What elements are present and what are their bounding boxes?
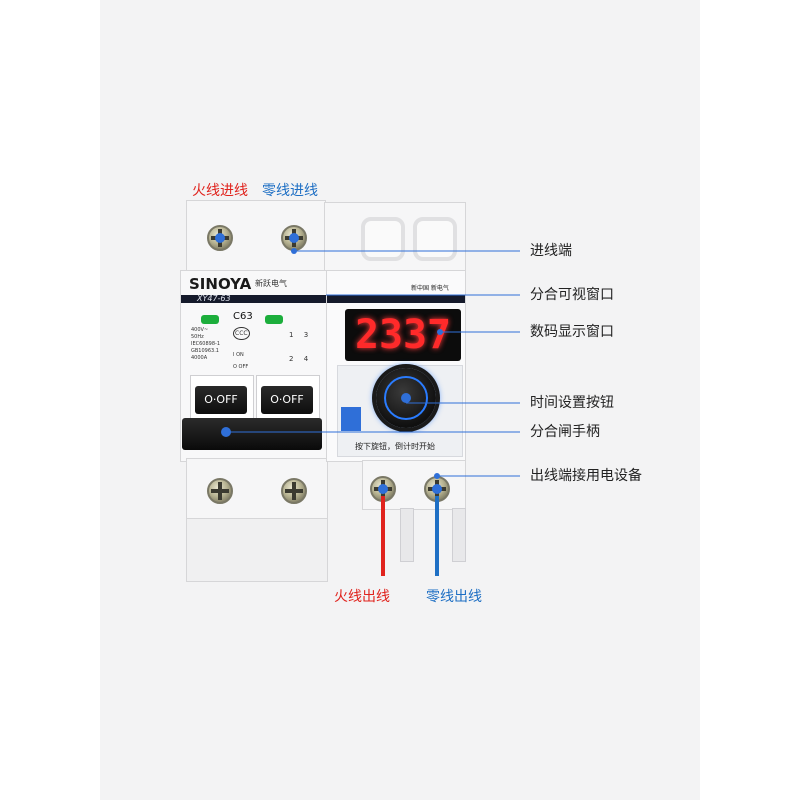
- model-label: XY47-63: [197, 294, 231, 303]
- live-out-wire: [381, 496, 385, 576]
- display-digit-2: 3: [379, 312, 404, 358]
- label-time-button: 时间设置按钮: [530, 395, 614, 411]
- breaker-outlet-screw-2[interactable]: [281, 478, 307, 504]
- incoming-live-dot: [215, 233, 225, 243]
- ratings-line-2: 50Hz: [191, 334, 204, 340]
- brand-cn: 新跃电气: [255, 279, 287, 288]
- label-outgoing-terminal: 出线端接用电设备: [530, 468, 642, 484]
- breaker-base: [186, 518, 328, 582]
- on-label: I ON: [233, 352, 244, 358]
- indicator-window-right: [265, 315, 283, 324]
- display-digit-1: 2: [355, 312, 380, 358]
- timer-body: 新中国 新电气 2 3 3 7 按下旋钮，倒计时开始: [326, 270, 466, 462]
- label-incoming-terminal: 进线端: [530, 243, 572, 259]
- status-blue-block: [341, 407, 361, 431]
- ratings-line-3: IEC60898-1: [191, 341, 221, 347]
- label-neutral-out: 零线出线: [426, 589, 482, 605]
- knob-center-dot: [401, 393, 411, 403]
- label-switch-handle: 分合闸手柄: [530, 424, 600, 440]
- indicator-window-left: [201, 315, 219, 324]
- handle-pole-2-label: O·OFF: [261, 386, 313, 414]
- wiring-mark-1: 1: [289, 331, 294, 339]
- handle-pole-1-label: O·OFF: [195, 386, 247, 414]
- rail-clip-1: [400, 508, 414, 562]
- incoming-neutral-dot: [289, 233, 299, 243]
- leader-dot-outgoing: [434, 473, 440, 479]
- outgoing-neutral-dot: [432, 484, 442, 494]
- switch-handle-bar[interactable]: [182, 418, 322, 450]
- ratings-line-1: 400V~: [191, 327, 209, 333]
- off-label: O OFF: [233, 364, 249, 370]
- brand-logo: SINOYA: [189, 275, 252, 293]
- knob-hint-text: 按下旋钮，倒计时开始: [355, 442, 435, 451]
- label-on-off-window: 分合可视窗口: [530, 287, 614, 303]
- label-live-in: 火线进线: [192, 183, 248, 199]
- neutral-out-wire: [435, 496, 439, 576]
- display-digit-4: 7: [427, 312, 452, 358]
- cert-mark: CCC: [233, 327, 250, 340]
- leader-dot-display: [437, 329, 443, 335]
- timer-header-text: 新中国 新电气: [411, 285, 449, 292]
- wiring-mark-4: 4: [303, 355, 309, 363]
- label-live-out: 火线出线: [334, 589, 390, 605]
- rating-label: C63: [233, 311, 253, 322]
- label-neutral-in: 零线进线: [262, 183, 318, 199]
- leader-dot-incoming: [291, 248, 297, 254]
- wiring-mark-2: 2: [289, 355, 294, 363]
- label-digital-display: 数码显示窗口: [530, 324, 614, 340]
- outgoing-live-dot: [378, 484, 388, 494]
- ratings-line-4: GB10963.1: [191, 348, 219, 354]
- timer-top-block: [324, 202, 466, 274]
- display-digit-3: 3: [403, 312, 428, 358]
- ratings-line-5: 4000A: [191, 355, 208, 361]
- digital-display: 2 3 3 7: [345, 309, 461, 361]
- breaker-outlet-screw-1[interactable]: [207, 478, 233, 504]
- wiring-mark-3: 3: [303, 331, 309, 339]
- rail-clip-2: [452, 508, 466, 562]
